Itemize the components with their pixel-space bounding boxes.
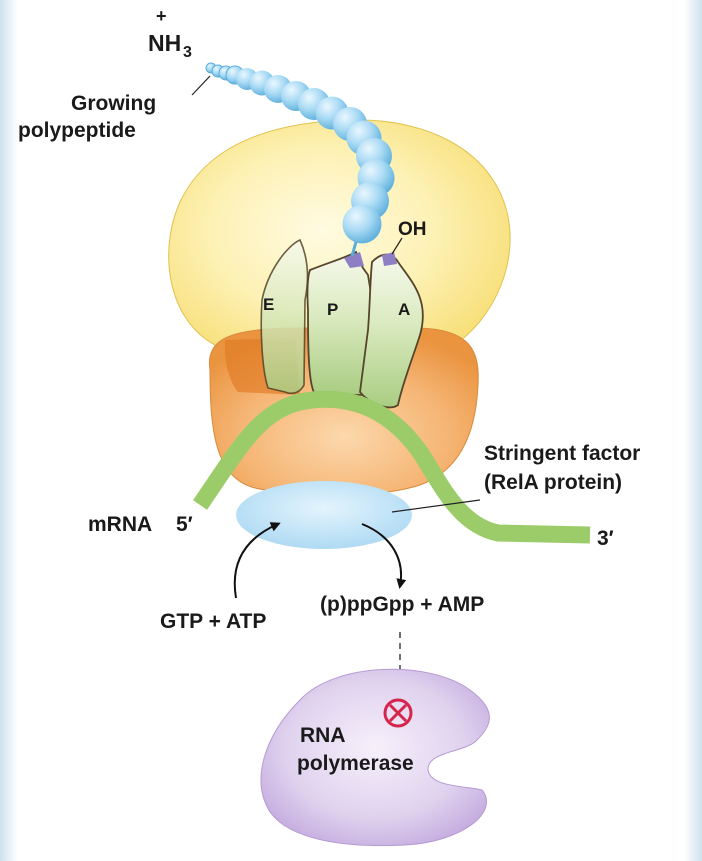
rela-protein [236, 481, 412, 549]
growing-label-line1: Growing [71, 92, 156, 115]
oh-leader-line [391, 237, 403, 255]
nh3-label: NH [148, 30, 181, 56]
mrna-3prime-label: 3′ [597, 527, 614, 550]
stringent-label-line1: Stringent factor [484, 442, 640, 465]
substrate-arrow [233, 522, 281, 599]
site-p-label: P [327, 300, 338, 319]
growing-polypeptide-leader [191, 75, 211, 96]
site-a-label: A [398, 300, 410, 319]
mrna-label: mRNA [88, 513, 152, 536]
oh-label: OH [398, 219, 427, 240]
growing-polypeptide-chain [205, 62, 395, 257]
substrates-label: GTP + ATP [160, 610, 266, 633]
mrna-5prime-label: 5′ [176, 513, 193, 536]
growing-label-line2: polypeptide [18, 119, 136, 142]
a-site-acceptor-tip [382, 252, 397, 266]
p-site-acceptor-tip [344, 252, 364, 268]
trna-e-site [260, 238, 309, 395]
nh3-charge: + [156, 6, 167, 26]
stringent-leader-line [391, 499, 481, 513]
rna-polymerase [260, 668, 490, 847]
nh3-subscript: 3 [183, 44, 192, 61]
mrna-strand [193, 390, 591, 544]
site-e-label: E [263, 295, 274, 314]
stringent-label-line2: (RelA protein) [484, 471, 622, 494]
rna-polymerase-label-line1: RNA [300, 724, 346, 747]
trna-a-site [359, 253, 424, 409]
products-label: (p)ppGpp + AMP [320, 593, 484, 616]
product-arrow [361, 523, 407, 589]
circle-x-inhibition-icon [383, 698, 413, 728]
rna-polymerase-label-line2: polymerase [297, 752, 414, 775]
